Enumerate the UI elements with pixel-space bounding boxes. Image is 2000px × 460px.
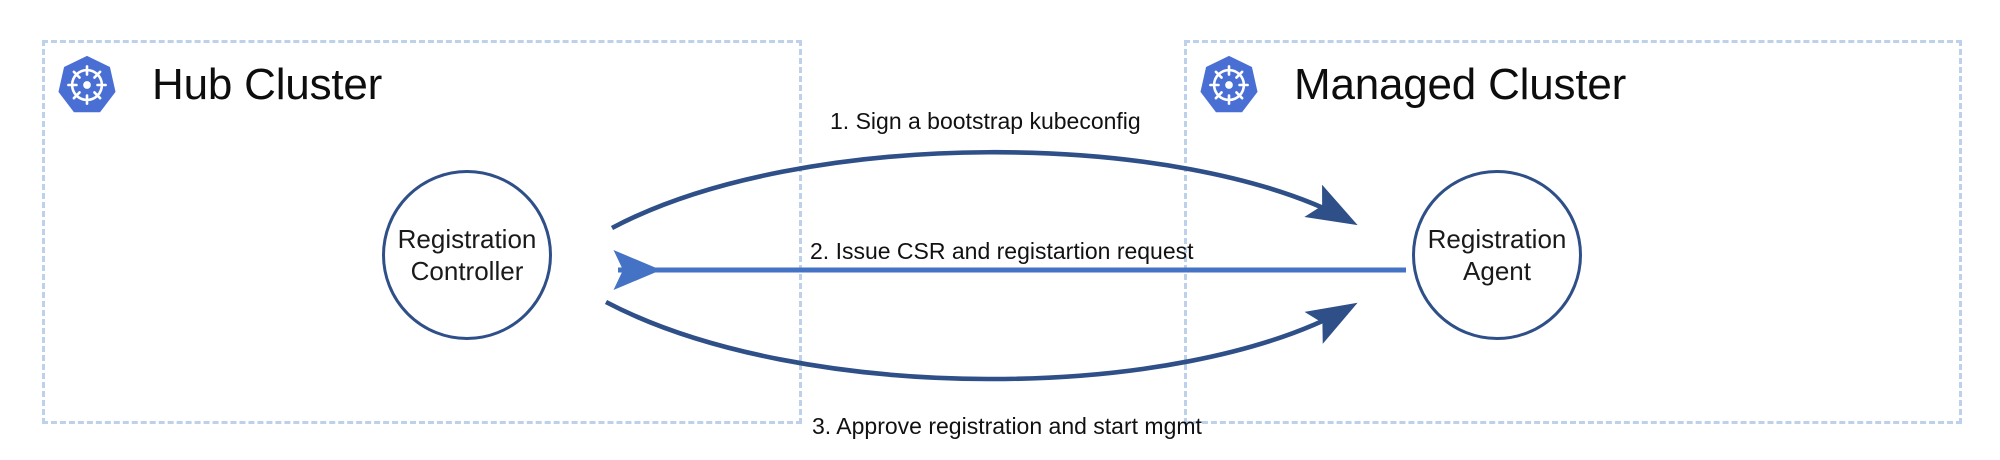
kubernetes-icon [56,54,118,116]
flow-label-2: 2. Issue CSR and registartion request [810,238,1194,264]
hub-cluster-header: Hub Cluster [56,54,382,116]
flow-label-1: 1. Sign a bootstrap kubeconfig [830,108,1141,134]
registration-agent-node[interactable]: Registration Agent [1412,170,1582,340]
managed-cluster-boundary [1184,40,1962,424]
kubernetes-icon [1198,54,1260,116]
flow-label-3: 3. Approve registration and start mgmt [812,413,1202,439]
registration-controller-label-line2: Controller [410,256,524,286]
hub-cluster-boundary [42,40,802,424]
registration-controller-node[interactable]: Registration Controller [382,170,552,340]
hub-cluster-title: Hub Cluster [152,60,383,109]
managed-cluster-title: Managed Cluster [1294,60,1627,109]
registration-agent-label-line2: Agent [1463,256,1531,286]
registration-agent-label-line1: Registration [1427,223,1567,254]
registration-controller-label-line1: Registration [397,223,537,254]
managed-cluster-header: Managed Cluster [1198,54,1626,116]
